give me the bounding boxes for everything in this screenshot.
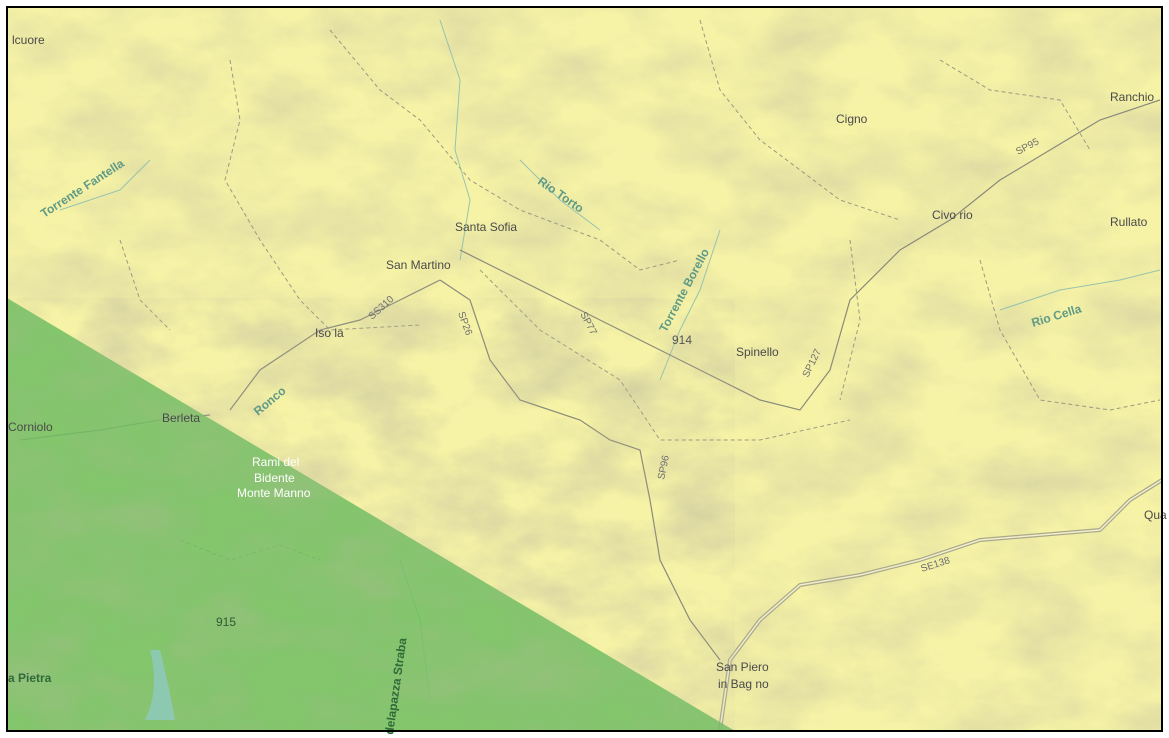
label-civorio: Civo rio [932, 208, 973, 222]
label-spinello: Spinello [736, 345, 779, 359]
label-rullato: Rullato [1110, 215, 1148, 229]
label-corniolo: Corniolo [8, 420, 53, 434]
label-rami-line2: Bidente [254, 471, 295, 485]
label-pietra: a Pietra [8, 671, 52, 685]
label-monte-manno: Monte Manno [237, 486, 311, 500]
elevation-915: 915 [216, 615, 236, 629]
road-label-sp96: SP96 [656, 454, 672, 481]
label-cigno: Cigno [836, 112, 868, 126]
label-qua: Qua [1144, 508, 1167, 522]
lake-shape [145, 650, 175, 720]
label-berleta: Berleta [162, 411, 200, 425]
label-alcuore: lcuore [12, 33, 45, 47]
label-rami-line1: Rami del [252, 455, 299, 469]
elevation-914: 914 [672, 333, 692, 347]
label-san-piero-line2: in Bag no [718, 677, 769, 691]
green-zone-shade [7, 298, 735, 731]
label-san-martino: San Martino [386, 258, 451, 272]
label-isola: Iso la [315, 326, 344, 340]
map-frame [6, 6, 1163, 732]
label-santa-sofia: Santa Sofia [455, 220, 517, 234]
label-ranchio: Ranchio [1110, 90, 1154, 104]
label-san-piero-line1: San Piero [716, 660, 769, 674]
